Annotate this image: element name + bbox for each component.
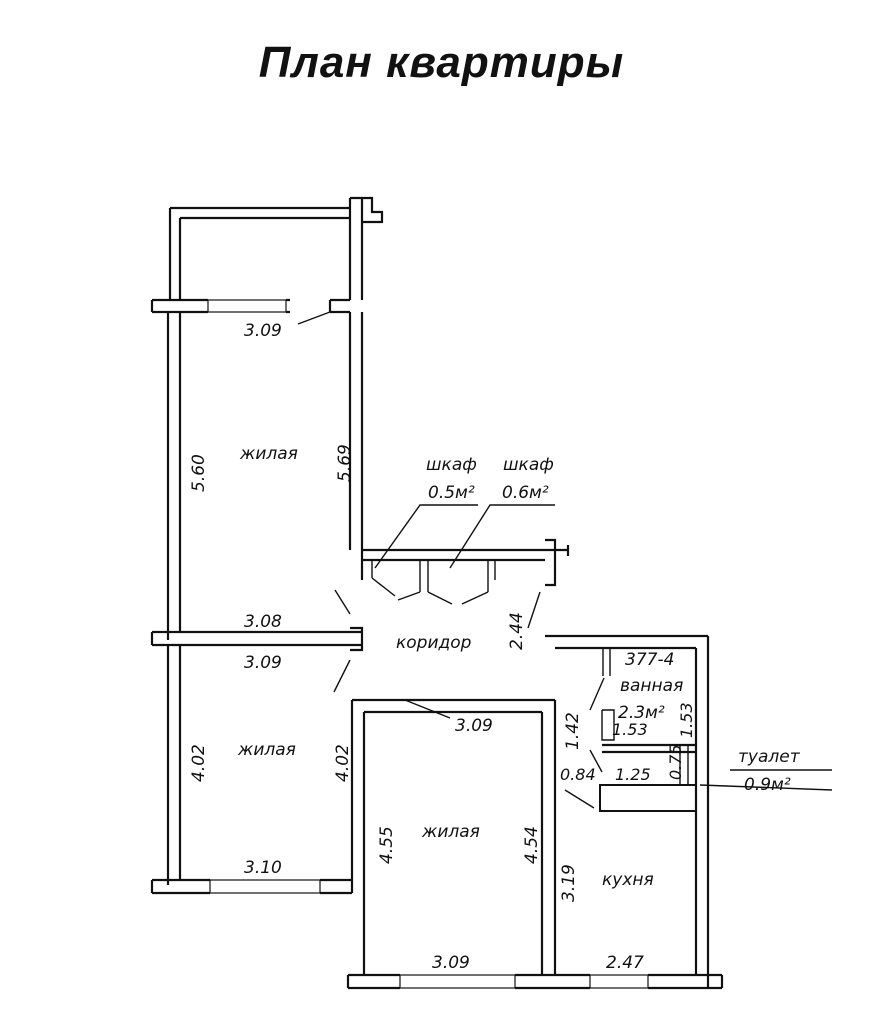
room-center-width-top: 3.09: [455, 716, 493, 736]
bathroom-name: ванная: [620, 676, 683, 696]
toilet-name: туалет: [738, 747, 801, 767]
toilet-area: 0.9м²: [744, 775, 791, 795]
kitchen-height: 3.19: [559, 864, 579, 902]
room-left-name: жилая: [237, 740, 296, 760]
room-left-width-bottom: 3.10: [244, 858, 282, 878]
room-center-width-bottom: 3.09: [432, 953, 470, 973]
corridor-name: коридор: [396, 633, 472, 653]
room-center-height-left: 4.55: [377, 826, 397, 864]
bathroom-dim-a: 1.53: [612, 720, 648, 739]
room-left-width-top: 3.09: [244, 653, 282, 673]
wardrobe-1-area: 0.5м²: [428, 483, 475, 503]
wardrobe-2-name: шкаф: [503, 455, 554, 475]
room-left-height-right: 4.02: [333, 744, 353, 782]
room-left-height-left: 4.02: [189, 744, 209, 782]
kitchen-dim-a: 1.42: [563, 712, 583, 750]
room-top-height-right: 5.69: [335, 444, 355, 482]
toilet-dim-a: 0.75: [666, 744, 685, 780]
room-top-width-bottom: 3.08: [244, 612, 282, 632]
room-top-width-top: 3.09: [244, 321, 282, 341]
page-title: План квартиры: [258, 38, 625, 87]
room-top-name: жилая: [239, 444, 298, 464]
room-center-name: жилая: [421, 822, 480, 842]
walls: [150, 196, 833, 990]
bathroom-area: 2.3м²: [618, 703, 665, 723]
room-center-height-right: 4.54: [522, 826, 542, 864]
bathroom-dim-b: 1.53: [677, 702, 696, 738]
wardrobe-2-area: 0.6м²: [502, 483, 549, 503]
wardrobe-1-name: шкаф: [426, 455, 477, 475]
toilet-dim-b: 1.25: [615, 765, 651, 784]
kitchen-width: 2.47: [606, 953, 644, 973]
kitchen-name: кухня: [602, 870, 654, 890]
corridor-dim: 2.44: [507, 612, 527, 650]
bathroom-code: 377-4: [625, 650, 674, 670]
kitchen-dim-b: 0.84: [560, 765, 596, 784]
room-top-height-left: 5.60: [189, 454, 209, 492]
